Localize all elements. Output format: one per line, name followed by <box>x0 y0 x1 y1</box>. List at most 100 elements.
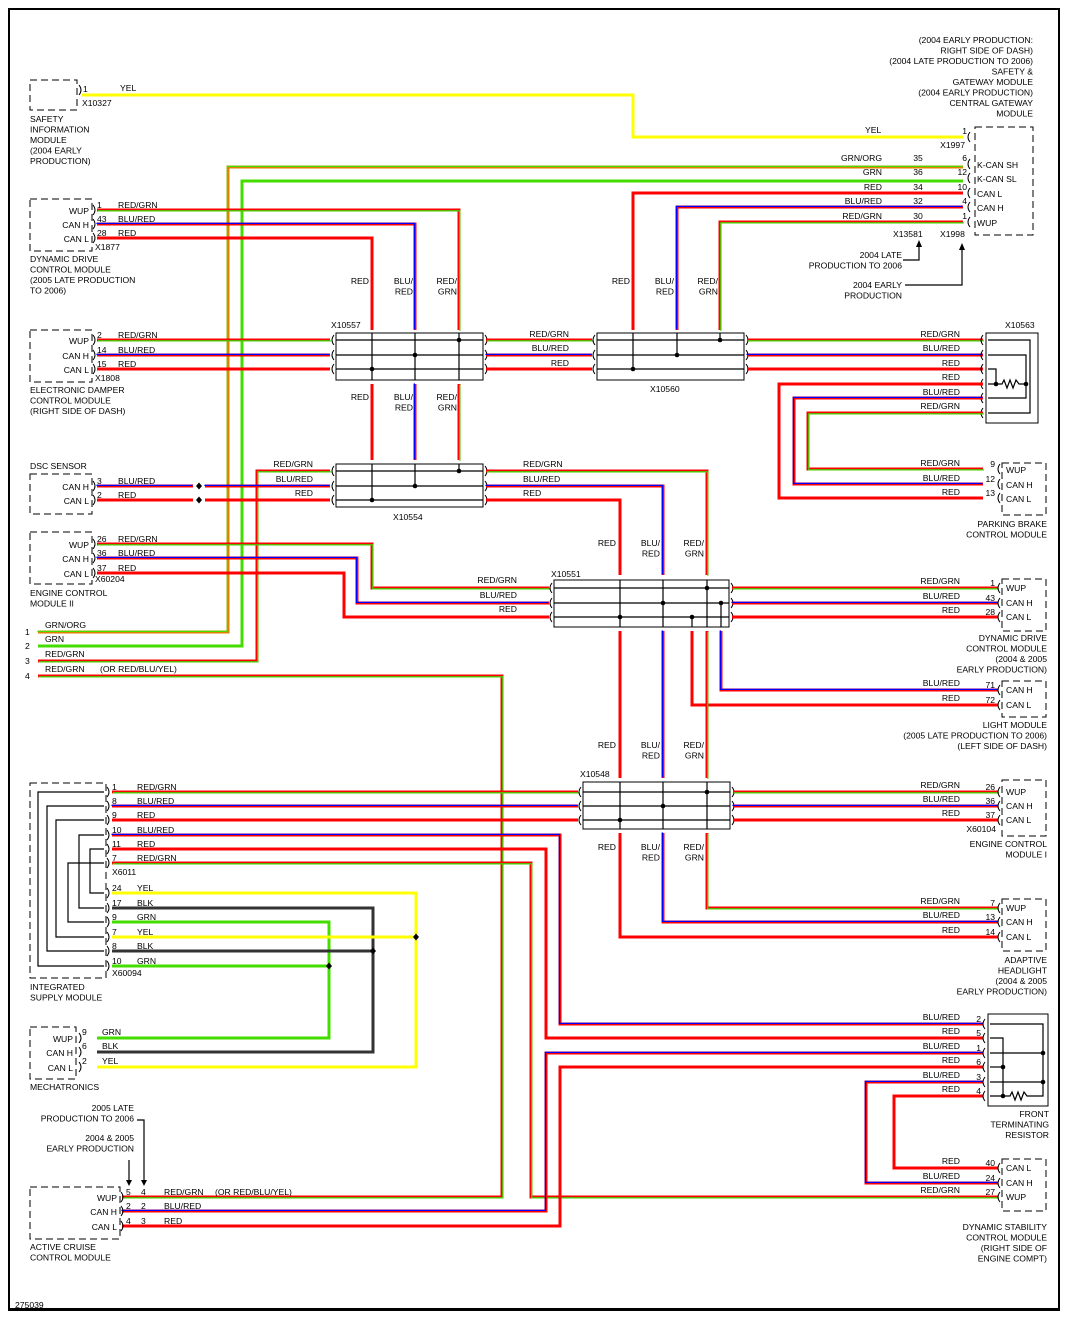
wire-red <box>631 191 963 330</box>
wire-label: RED/GRN <box>118 330 158 340</box>
production-note: 2004 LATE <box>860 250 903 260</box>
wire-label: RED <box>118 228 136 238</box>
wire-label: RED <box>942 372 960 382</box>
wire-label: RED <box>137 810 155 820</box>
wire-label: BLU/RED <box>118 345 155 355</box>
pin-number: 13 <box>985 912 995 922</box>
pin-number: 1 <box>962 126 967 136</box>
pin-number: 7 <box>112 853 117 863</box>
pin-socket <box>578 814 582 826</box>
wire-note: (OR RED/BLU/YEL) <box>215 1187 292 1197</box>
pin-number: 30 <box>913 211 923 221</box>
wire-number: 1 <box>25 627 30 637</box>
splice-dot <box>1040 1050 1046 1056</box>
wire-label: RED/GRN <box>920 780 960 790</box>
pin-number: 4 <box>141 1187 146 1197</box>
pin-label: CAN L <box>48 1063 74 1073</box>
wire-label: RED <box>523 488 541 498</box>
pin-socket <box>997 814 1001 826</box>
wire-label: RED <box>656 287 674 297</box>
pin-socket <box>592 334 596 346</box>
pin-number: 43 <box>985 593 995 603</box>
wire-red-grn-stripe <box>112 863 999 1199</box>
pin-label: CAN L <box>1006 612 1032 622</box>
wire-blu-red <box>96 484 193 488</box>
pin-socket <box>78 1032 82 1044</box>
wire-label: BLU/RED <box>118 548 155 558</box>
pin-number: 37 <box>97 563 107 573</box>
pin-socket <box>78 1046 82 1058</box>
connector-id: X10327 <box>82 98 112 108</box>
wire-label: RED <box>118 563 136 573</box>
wire-label: GRN <box>137 956 156 966</box>
splice-dot <box>993 381 999 387</box>
wire-red-grn <box>97 208 461 331</box>
pin-socket <box>982 1047 986 1059</box>
module-title: (2004 & 2005 <box>995 654 1047 664</box>
pin-number: 9 <box>112 912 117 922</box>
connector-id: X10548 <box>580 769 610 779</box>
dynamic-drive-early-box <box>1001 578 1047 632</box>
module-title: (2004 LATE PRODUCTION TO 2006) <box>889 56 1033 66</box>
electronic-damper-box <box>29 329 93 383</box>
pin-socket <box>967 172 971 184</box>
wire-label: RED <box>942 1026 960 1036</box>
mechatronics-box <box>29 1026 77 1080</box>
pin-socket <box>982 1018 986 1030</box>
splice-dot <box>718 600 724 606</box>
pin-label: CAN H <box>62 351 89 361</box>
wire-label: GRN <box>685 853 704 863</box>
pin-label: CAN L <box>64 569 90 579</box>
connector-id: X1877 <box>95 242 120 252</box>
wire-label: BLU/RED <box>923 678 960 688</box>
wire-red-grn <box>112 861 999 1199</box>
wire-grn <box>97 920 331 1040</box>
pin-socket <box>106 916 110 928</box>
wire-label: BLU/RED <box>923 1171 960 1181</box>
pin-number: 9 <box>990 459 995 469</box>
wire-red-grn-base <box>705 833 998 910</box>
wire-blu-red <box>746 353 983 357</box>
active-cruise-box <box>29 1186 121 1240</box>
pin-number: 12 <box>957 167 967 177</box>
wire-grn-base <box>97 920 331 1040</box>
pin-socket <box>578 786 582 798</box>
arrow-down-icon <box>141 1180 147 1186</box>
pin-socket <box>997 463 1001 475</box>
splice-dot <box>456 337 462 343</box>
pin-socket <box>78 1061 82 1073</box>
splice-x10560-body <box>596 332 745 381</box>
diagram-id: 275039 <box>15 1300 44 1310</box>
light-module-box <box>1001 680 1047 718</box>
pin-socket <box>549 611 553 623</box>
pin-number: 4 <box>126 1216 131 1226</box>
pin-number: 1 <box>990 578 995 588</box>
pin-number: 1 <box>83 84 88 94</box>
pin-socket <box>78 84 82 96</box>
wire-label: YEL <box>865 125 881 135</box>
module-title: SAFETY & <box>992 67 1034 77</box>
wire-label: GRN <box>685 751 704 761</box>
module-title: (2005 LATE PRODUCTION <box>30 275 135 285</box>
pin-label: CAN H <box>1006 480 1033 490</box>
pin-label: CAN L <box>1006 700 1032 710</box>
wire-label: BLU/RED <box>923 1041 960 1051</box>
wire-label: RED <box>137 839 155 849</box>
pin-number: 6 <box>82 1041 87 1051</box>
pin-socket <box>997 478 1001 490</box>
splice-dot <box>704 585 710 591</box>
splice-dot <box>369 497 375 503</box>
pin-socket <box>92 232 96 244</box>
splice-x10563-body <box>985 332 1039 424</box>
pin-number: 10 <box>112 825 122 835</box>
wire-label: GRN <box>102 1027 121 1037</box>
wire-label: BLK <box>137 941 154 951</box>
wire-label: RED/GRN <box>45 664 85 674</box>
pin-label: CAN H <box>1006 1178 1033 1188</box>
pin-number: 1 <box>112 782 117 792</box>
pin-number: 17 <box>112 898 122 908</box>
wire-blu-red-stripe <box>485 484 664 575</box>
wire-red-grn-stripe <box>486 471 709 576</box>
wire-label: BLU/RED <box>923 910 960 920</box>
wire-red-grn <box>806 411 984 471</box>
